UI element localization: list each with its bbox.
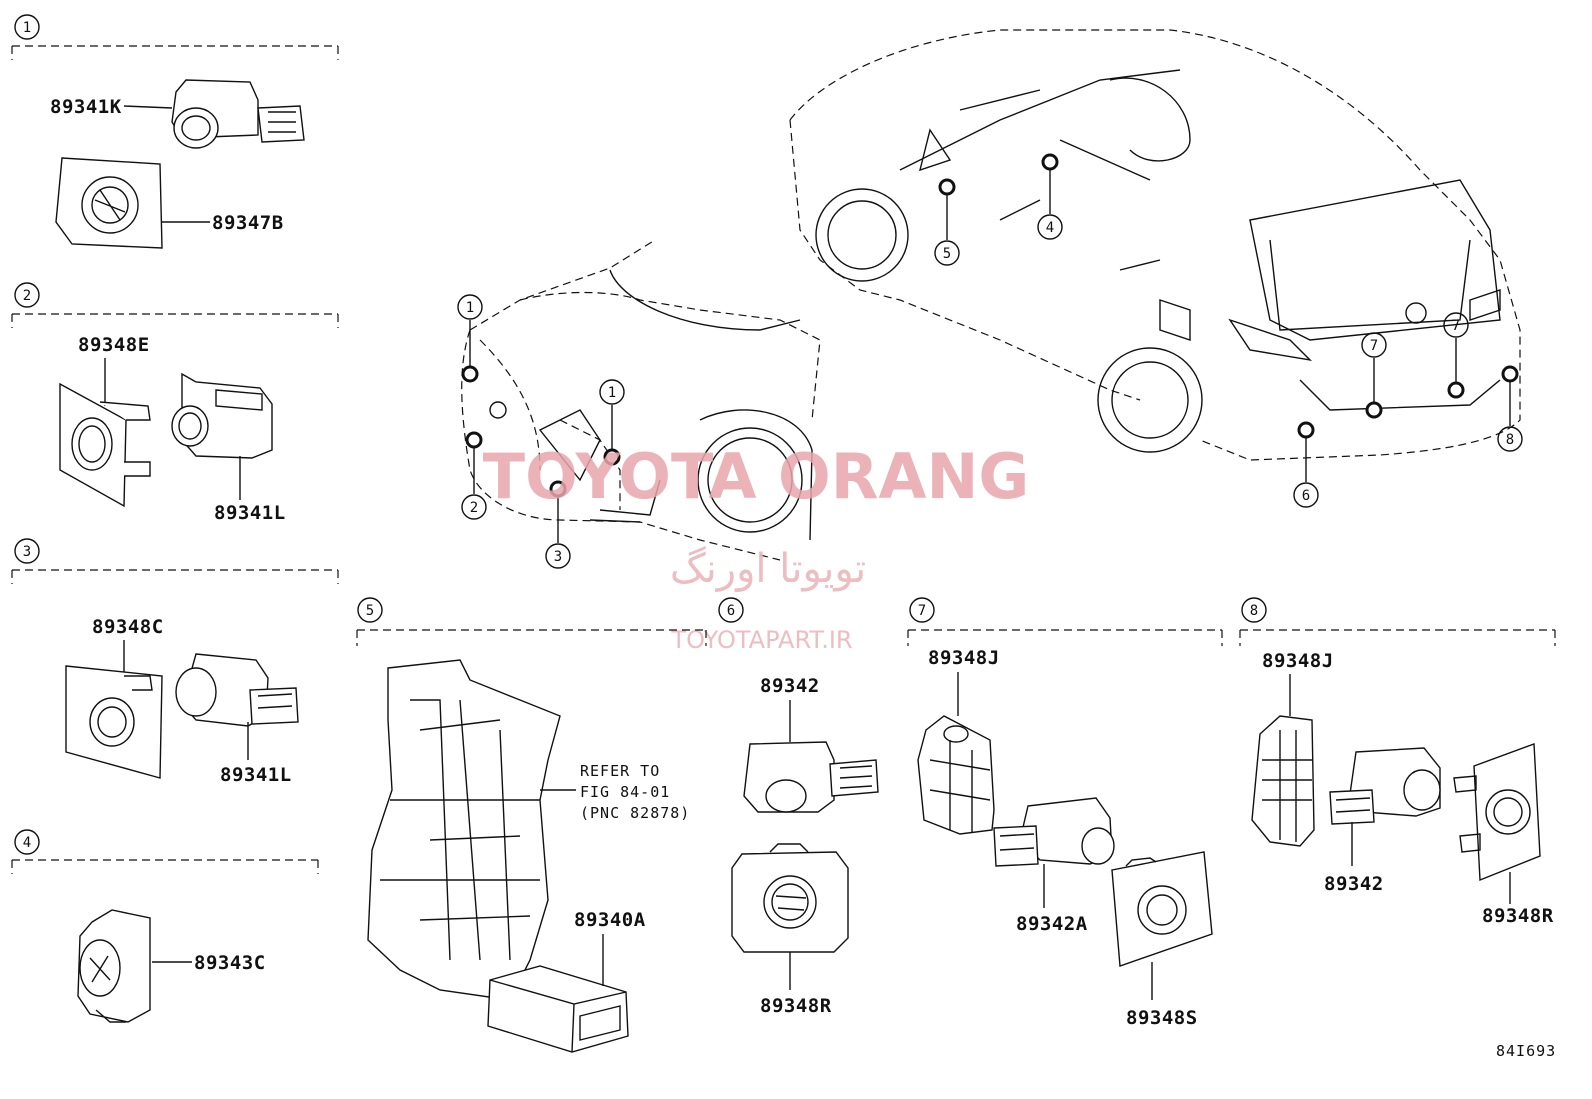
rear-car-drawing <box>789 29 1521 461</box>
sensor-89341l-a-drawing <box>171 372 273 459</box>
bezel-89348c-drawing <box>65 665 163 779</box>
watermark-brand: TOYOTA ORANG <box>483 440 1029 513</box>
callout-7b: 7 <box>1452 318 1460 334</box>
bezel-89347b-drawing <box>55 157 163 249</box>
callout-1a: 1 <box>466 300 474 316</box>
sensor-89341l-b-drawing <box>175 653 299 727</box>
sensor-89342-b-drawing <box>1329 747 1441 825</box>
section-1: 1 89341K 89347B <box>11 14 339 249</box>
section-3-number: 3 <box>23 544 31 560</box>
callout-8: 8 <box>1506 432 1514 448</box>
section-8-number: 8 <box>1250 603 1258 619</box>
section-7-number: 7 <box>918 603 926 619</box>
section-8: 8 89348J 89342 89348R <box>1239 597 1556 927</box>
ecu-89340a-drawing <box>487 965 629 1053</box>
retainer-89348j-b-drawing <box>1251 715 1315 847</box>
sensor-89342-a-drawing <box>743 741 879 813</box>
retainer-89348j-a-drawing <box>917 715 995 835</box>
sensor-89341k-drawing <box>171 79 305 149</box>
part-89341l-b-label: 89341L <box>220 764 292 786</box>
callout-1b: 1 <box>608 385 616 401</box>
callout-2: 2 <box>470 500 478 516</box>
part-89348r-a-label: 89348R <box>760 995 832 1017</box>
section-2: 2 89348E 89341L <box>11 282 339 524</box>
refer-note-line1: REFER TO <box>580 762 660 780</box>
bezel-89348r-a-drawing <box>731 843 849 953</box>
part-89340a-label: 89340A <box>574 909 646 931</box>
section-2-number: 2 <box>23 288 31 304</box>
refer-note-line3: (PNC 82878) <box>580 804 690 822</box>
watermark: TOYOTA ORANG تویوتا اورنگ TOYOTAPART.IR <box>483 440 1029 654</box>
refer-note-line2: FIG 84-01 <box>580 783 670 801</box>
bracket-assembly-drawing <box>367 659 561 1001</box>
part-89348s-label: 89348S <box>1126 1007 1198 1029</box>
section-5: 5 REFER TO FIG 84-01 (PNC 82878) 89340A <box>356 597 707 1053</box>
switch-89343c-drawing <box>77 909 151 1023</box>
part-89341k-label: 89341K <box>50 96 122 118</box>
callout-5: 5 <box>943 246 951 262</box>
section-6: 6 89342 89348R <box>718 597 879 1017</box>
callout-6: 6 <box>1302 488 1310 504</box>
section-1-number: 1 <box>23 20 31 36</box>
callout-4: 4 <box>1046 220 1054 236</box>
watermark-url: TOYOTAPART.IR <box>670 626 852 654</box>
part-89342a-label: 89342A <box>1016 913 1088 935</box>
part-89342-a-label: 89342 <box>760 675 820 697</box>
watermark-persian: تویوتا اورنگ <box>670 546 866 592</box>
part-89348e-label: 89348E <box>78 334 150 356</box>
callouts: 1 1 2 3 4 5 6 7 7 8 <box>457 170 1523 569</box>
part-89348j-a-label: 89348J <box>928 647 1000 669</box>
section-7: 7 89348J 89342A 89348S <box>907 597 1223 1029</box>
part-89342-b-label: 89342 <box>1324 873 1384 895</box>
part-89348r-b-label: 89348R <box>1482 905 1554 927</box>
section-5-number: 5 <box>366 603 374 619</box>
bezel-89348s-drawing <box>1111 851 1213 967</box>
part-89348j-b-label: 89348J <box>1262 650 1334 672</box>
section-4-number: 4 <box>23 835 31 851</box>
sensor-89342a-drawing <box>993 797 1115 867</box>
part-89343c-label: 89343C <box>194 952 266 974</box>
part-89348c-label: 89348C <box>92 616 164 638</box>
figure-code: 84I693 <box>1496 1042 1556 1060</box>
front-car-drawing <box>461 239 821 561</box>
bezel-89348r-b-drawing <box>1453 743 1541 882</box>
callout-3: 3 <box>554 549 562 565</box>
sensor-location-markers <box>461 153 1519 498</box>
section-4: 4 89343C <box>11 829 319 1023</box>
section-6-number: 6 <box>727 603 735 619</box>
callout-7a: 7 <box>1370 338 1378 354</box>
part-89341l-a-label: 89341L <box>214 502 286 524</box>
bezel-89348e-drawing <box>59 382 151 508</box>
part-89347b-label: 89347B <box>212 212 284 234</box>
section-3: 3 89348C 89341L <box>11 538 339 786</box>
